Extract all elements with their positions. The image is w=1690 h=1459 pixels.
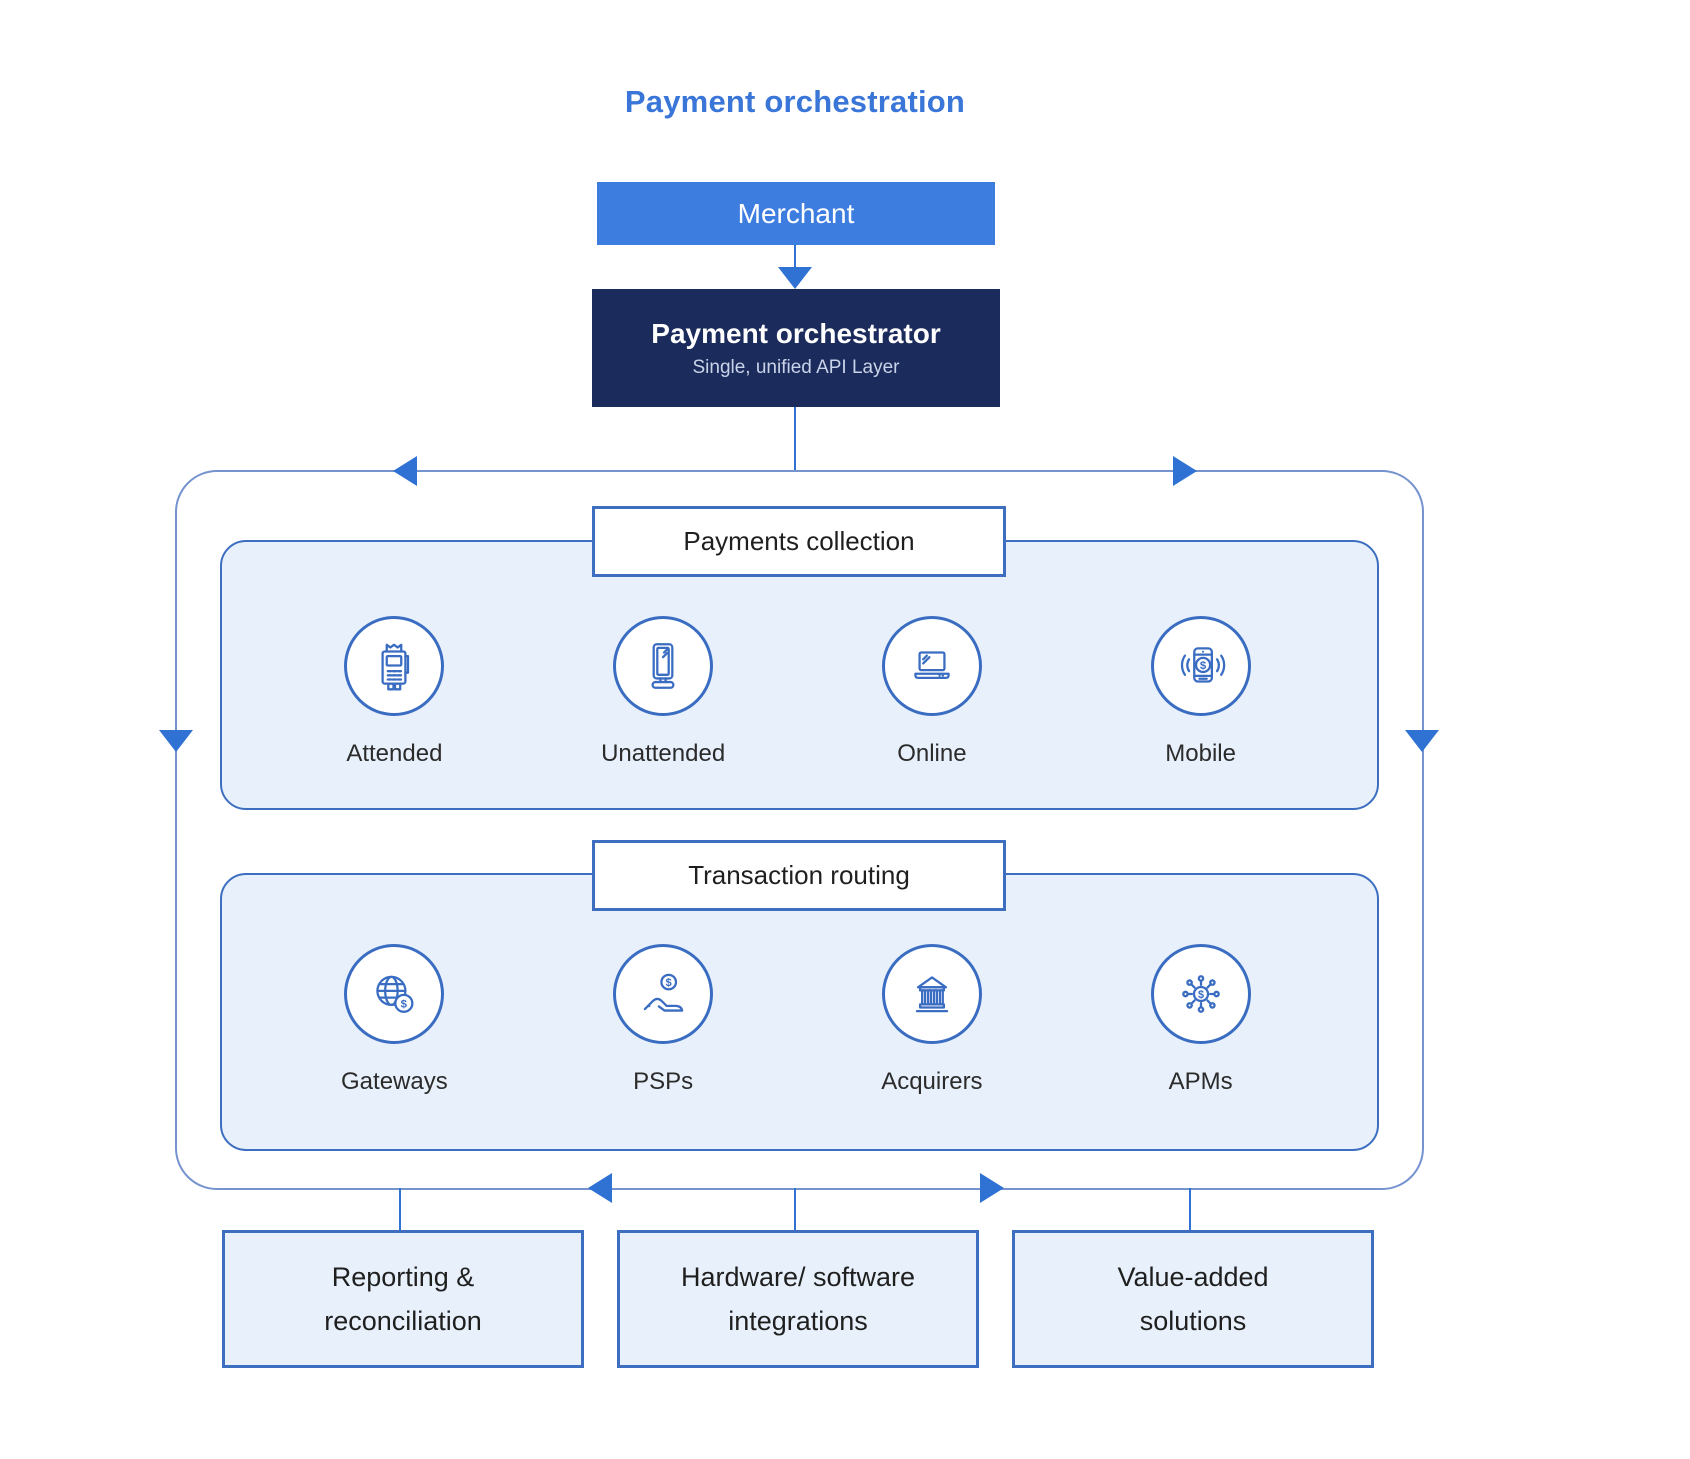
arrow-right-icon	[1173, 456, 1197, 486]
orchestrator-subtitle: Single, unified API Layer	[692, 356, 900, 378]
payments-collection-header: Payments collection	[592, 506, 1006, 577]
list-item: Acquirers	[798, 944, 1067, 1096]
mobile-item: $	[1150, 616, 1251, 716]
mobile-payment-icon: $	[1180, 647, 1225, 683]
list-item: $ Gateways	[260, 944, 529, 1096]
bank-icon	[915, 976, 949, 1013]
psps-item: $	[613, 944, 714, 1044]
svg-text:$: $	[1198, 989, 1204, 1001]
orchestration-loop-outline	[175, 470, 1424, 1190]
value-added-solutions-box: Value-added solutions	[1012, 1230, 1374, 1368]
svg-text:$: $	[1200, 660, 1207, 672]
apms-item: $	[1150, 944, 1251, 1044]
kiosk-icon	[651, 643, 675, 689]
transaction-routing-header: Transaction routing	[592, 840, 1006, 911]
merchant-label: Merchant	[737, 197, 855, 229]
payments-collection-header-label: Payments collection	[683, 526, 915, 556]
list-item: $ Mobile	[1066, 616, 1335, 768]
svg-text:$: $	[666, 977, 672, 989]
list-item: Online	[798, 616, 1067, 768]
unattended-label: Unattended	[601, 740, 726, 767]
laptop-icon	[914, 651, 950, 680]
mobile-label: Mobile	[1165, 740, 1236, 767]
arrow-left-icon	[588, 1173, 612, 1203]
unattended-item	[613, 616, 714, 716]
merchant-box: Merchant	[597, 182, 995, 245]
acquirers-label: Acquirers	[881, 1068, 983, 1095]
arrow-left-icon	[393, 456, 417, 486]
connector-loop-integrations	[794, 1188, 796, 1230]
payment-orchestrator-box: Payment orchestrator Single, unified API…	[592, 289, 1000, 407]
list-item: $ PSPs	[529, 944, 798, 1096]
reporting-reconciliation-box: Reporting & reconciliation	[222, 1230, 584, 1368]
list-item: Unattended	[529, 616, 798, 768]
transaction-routing-items: $ Gateways $ PSPs	[260, 944, 1335, 1096]
page-title: Payment orchestration	[624, 84, 966, 119]
connector-loop-value-added	[1189, 1188, 1191, 1230]
gateways-label: Gateways	[341, 1068, 448, 1095]
orchestrator-title: Payment orchestrator	[651, 317, 941, 349]
arrow-down-icon	[778, 267, 812, 289]
hand-dollar-icon: $	[643, 973, 684, 1012]
gateways-item: $	[344, 944, 445, 1044]
attended-item	[344, 616, 445, 716]
online-item	[881, 616, 982, 716]
payments-collection-items: Attended Unattended Online	[260, 616, 1335, 768]
globe-dollar-icon: $	[376, 975, 414, 1013]
arrow-down-icon	[1405, 730, 1439, 752]
acquirers-item	[881, 944, 982, 1044]
hardware-software-integrations-box: Hardware/ software integrations	[617, 1230, 979, 1368]
transaction-routing-header-label: Transaction routing	[688, 860, 910, 890]
attended-label: Attended	[346, 740, 443, 767]
list-item: Attended	[260, 616, 529, 768]
apms-label: APMs	[1168, 1068, 1233, 1095]
online-label: Online	[897, 740, 967, 767]
svg-text:$: $	[401, 998, 408, 1010]
psps-label: PSPs	[633, 1068, 694, 1095]
connector-merchant-orchestrator	[794, 245, 796, 269]
pos-terminal-icon	[381, 643, 410, 691]
arrow-down-icon	[159, 730, 193, 752]
arrow-right-icon	[980, 1173, 1004, 1203]
network-dollar-icon: $	[1181, 975, 1220, 1013]
connector-loop-reporting	[399, 1188, 401, 1230]
connector-orchestrator-loop	[794, 407, 796, 471]
list-item: $ APMs	[1066, 944, 1335, 1096]
